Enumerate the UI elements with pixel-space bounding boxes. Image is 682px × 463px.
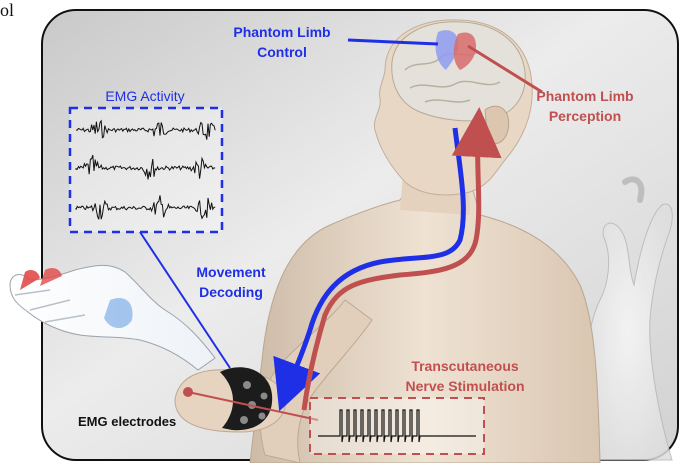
label-line: Decoding bbox=[176, 282, 286, 302]
label-line: Perception bbox=[530, 106, 640, 126]
electrode-dot bbox=[243, 381, 251, 389]
phantom-limb-control-label: Phantom Limb Control bbox=[217, 22, 347, 62]
label-line: Nerve Stimulation bbox=[385, 376, 545, 396]
label-line: Phantom Limb bbox=[217, 22, 347, 42]
stimulation-pulse-box bbox=[310, 398, 484, 454]
emg-activity-label: EMG Activity bbox=[75, 86, 215, 106]
label-line: Movement bbox=[176, 262, 286, 282]
label-line: Control bbox=[217, 42, 347, 62]
phantom-limb-perception-label: Phantom Limb Perception bbox=[530, 86, 640, 126]
electrode-dot bbox=[240, 416, 248, 424]
electrode-dot bbox=[261, 393, 268, 400]
movement-decoding-label: Movement Decoding bbox=[176, 262, 286, 302]
emg-electrodes-label: EMG electrodes bbox=[78, 412, 218, 432]
label-line: Phantom Limb bbox=[530, 86, 640, 106]
electrode-dot bbox=[259, 413, 266, 420]
transcutaneous-nerve-stimulation-label: Transcutaneous Nerve Stimulation bbox=[385, 356, 545, 396]
label-line: Transcutaneous bbox=[385, 356, 545, 376]
